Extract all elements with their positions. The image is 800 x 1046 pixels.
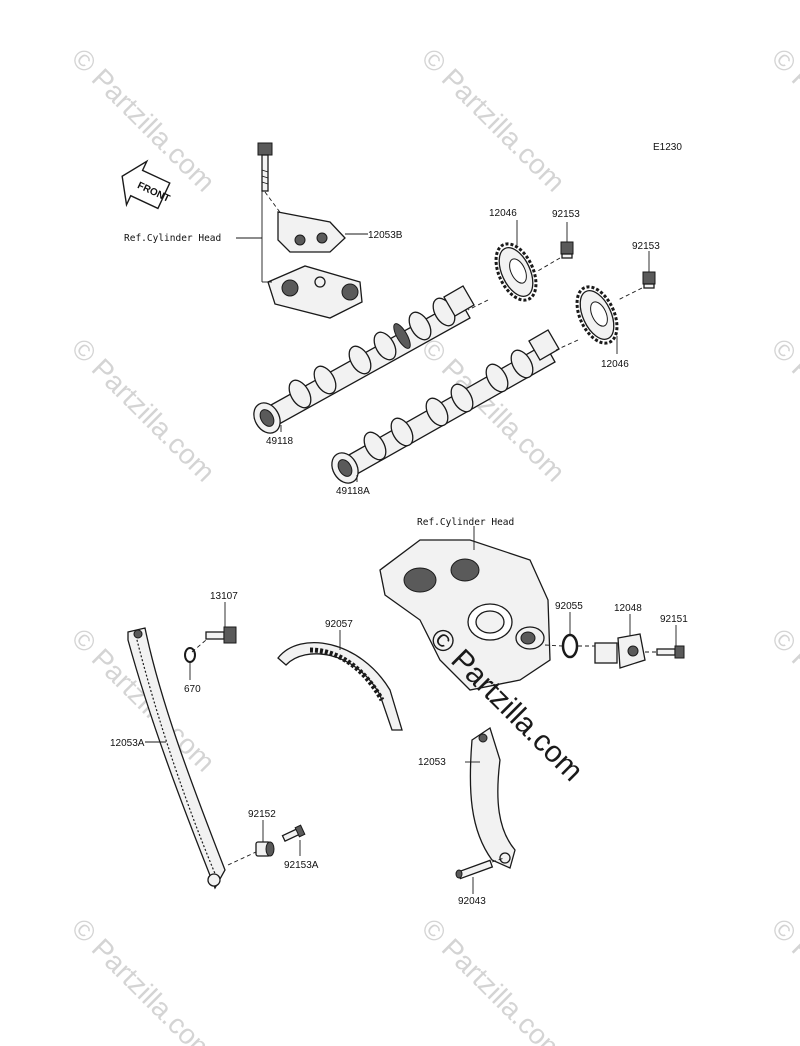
label-92151: 92151 [660,614,688,625]
washer-670-icon [184,647,196,663]
cam-cap-bolt-icon [257,142,273,192]
sprocket-bolt-icon [642,271,656,289]
cam-chain-guide-bracket-icon [277,211,346,253]
label-12048: 12048 [614,603,642,614]
guide-bolt-92153a-icon [281,824,306,842]
watermark: © Partzilla.com [66,912,221,1046]
label-670: 670 [184,684,201,695]
camshaft-49118a-icon [331,329,560,484]
diagram-code: E1230 [653,142,682,153]
cylinder-head-icon [379,539,551,691]
guide-bolt-13107-icon [205,626,237,644]
chain-guide-12053-icon [469,726,516,869]
chain-guide-12053a-icon [127,627,226,890]
label-12053: 12053 [418,757,446,768]
label-49118a: 49118A [336,486,370,497]
sprocket-bolt-icon [560,241,574,259]
label-ref-cylinder-head-bottom: Ref.Cylinder Head [417,517,514,528]
o-ring-92055-icon [561,633,579,659]
watermark: © Partzilla.com [66,332,221,487]
watermark: © Partzilla.com [766,332,800,487]
cam-sprocket-lower-icon [575,285,619,345]
watermark: © Partzilla.com [416,912,571,1046]
timing-chain-icon [277,642,403,731]
label-12046-lower: 12046 [601,359,629,370]
label-92043: 92043 [458,896,486,907]
camshaft-cap-icon [267,265,363,319]
label-13107: 13107 [210,591,238,602]
front-arrow-icon: FRONT [121,159,171,210]
label-92153-upper: 92153 [552,209,580,220]
cam-sprocket-upper-icon [494,242,538,302]
label-12053a: 12053A [110,738,145,749]
watermark: © Partzilla.com [766,42,800,197]
watermark: © Partzilla.com [766,622,800,777]
camshaft-49118-icon [253,285,475,434]
pivot-pin-92043-icon [455,859,494,880]
label-12053b: 12053B [368,230,403,241]
label-ref-cylinder-head-top: Ref.Cylinder Head [124,233,221,244]
label-49118: 49118 [266,436,294,447]
label-12046-upper: 12046 [489,208,517,219]
label-92152: 92152 [248,809,276,820]
watermark: © Partzilla.com [766,912,800,1046]
tensioner-bolt-icon [656,645,685,659]
label-92153a: 92153A [284,860,319,871]
label-92057: 92057 [325,619,353,630]
label-92153-lower: 92153 [632,241,660,252]
collar-92152-icon [255,841,275,857]
watermark: © Partzilla.com [416,42,571,197]
chain-tensioner-icon [594,633,646,669]
label-92055: 92055 [555,601,583,612]
